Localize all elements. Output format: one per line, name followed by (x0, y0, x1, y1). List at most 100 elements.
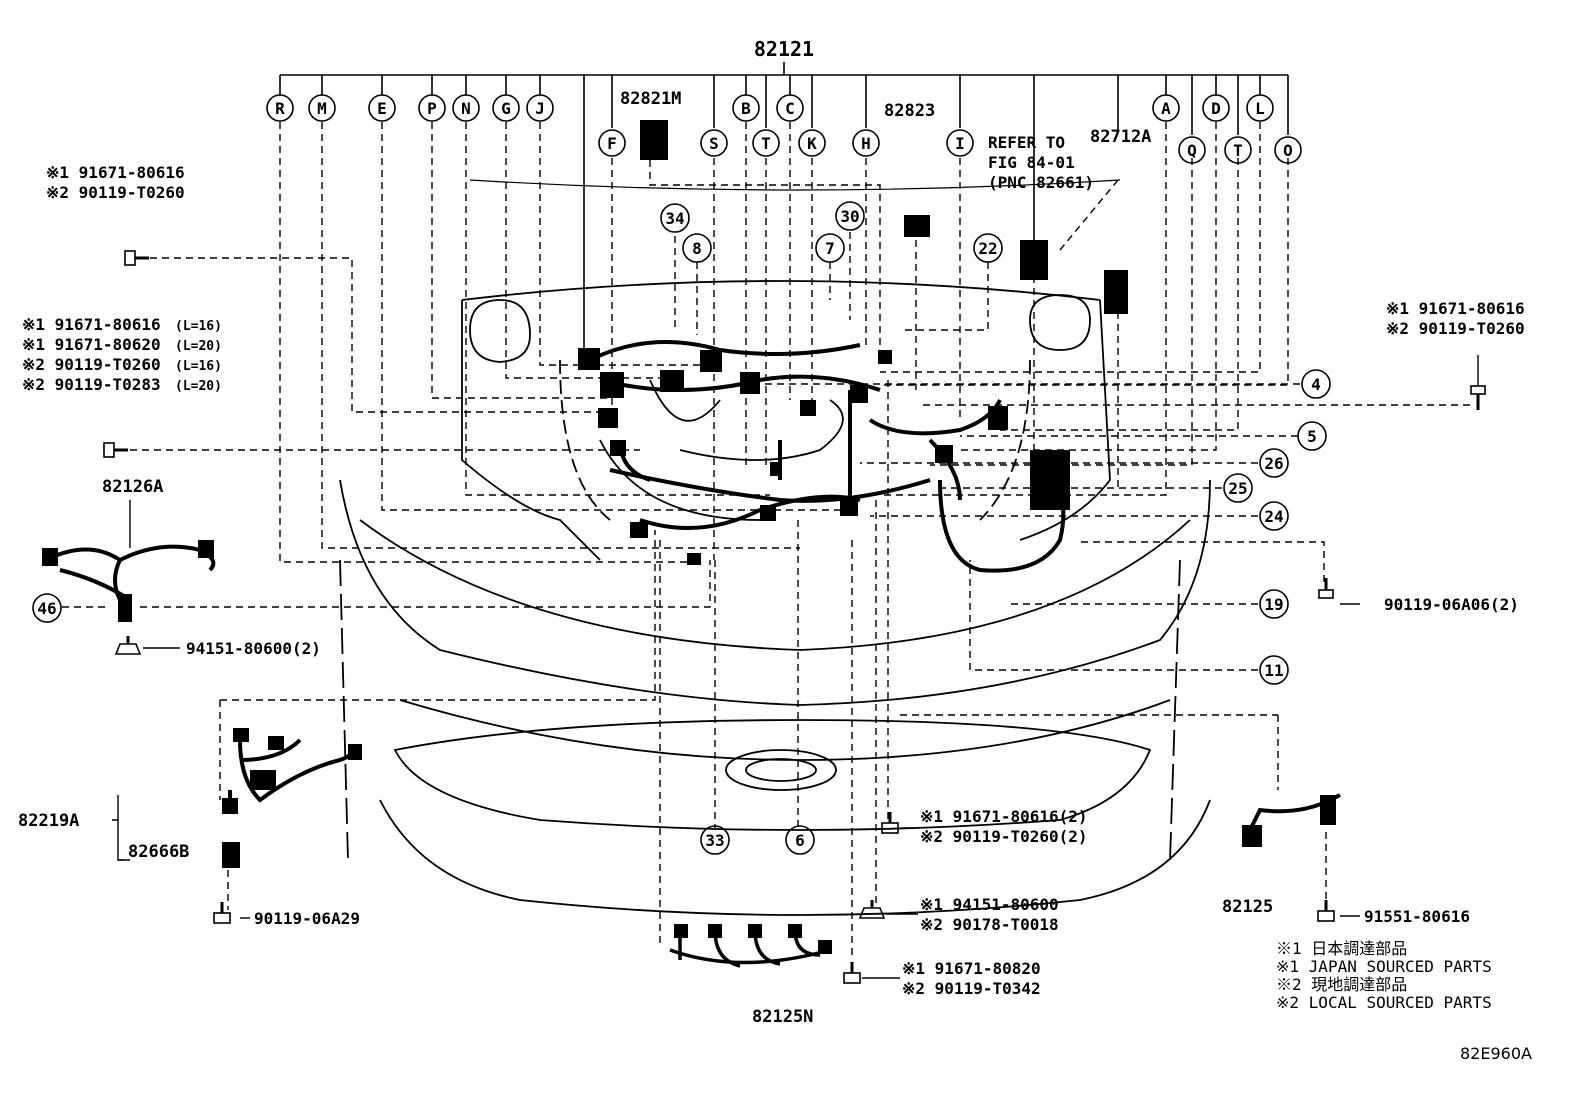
letter-callout[interactable]: T (1233, 141, 1243, 160)
legend: ※1 日本調達部品 ※1 JAPAN SOURCED PARTS ※2 現地調達… (1276, 939, 1492, 1012)
note-center-1[interactable]: ※1 91671-80616(2) (920, 807, 1088, 826)
part-label-82125N[interactable]: 82125N (752, 1007, 813, 1027)
number-callouts: 34 8 30 7 22 4 5 26 25 24 19 11 46 33 6 (37, 207, 1320, 850)
bolt-icon (881, 812, 899, 834)
refer-note: REFER TO FIG 84-01 (PNC 82661) (988, 133, 1094, 192)
part-label-82219A[interactable]: 82219A (18, 811, 79, 831)
refer-line-1: REFER TO (988, 133, 1065, 152)
number-callout[interactable]: 6 (795, 831, 805, 850)
note-center-5[interactable]: ※1 91671-80820 (902, 959, 1041, 978)
part-label-82823[interactable]: 82823 (884, 101, 935, 121)
letter-callout[interactable]: C (785, 99, 795, 118)
note-left-1[interactable]: ※1 91671-80616 (22, 315, 161, 334)
letter-callout[interactable]: N (461, 99, 471, 118)
letter-callout[interactable]: D (1211, 99, 1221, 118)
note-left-1-len: (L=16) (175, 319, 222, 334)
letter-callout[interactable]: B (741, 99, 751, 118)
bolt-notes: ※1 91671-80616 ※2 90119-T0260 ※1 91671-8… (22, 163, 1525, 998)
legend-line-3: ※2 現地調達部品 (1276, 975, 1407, 994)
note-center-6[interactable]: ※2 90119-T0342 (902, 979, 1041, 998)
letter-callout[interactable]: O (1283, 141, 1293, 160)
note-center-3[interactable]: ※1 94151-80600 (920, 895, 1059, 914)
letter-callout[interactable]: Q (1187, 141, 1197, 160)
main-part-number[interactable]: 82121 (754, 37, 814, 61)
letter-callout[interactable]: A (1161, 99, 1171, 118)
note-left-3-len: (L=16) (175, 359, 222, 374)
letter-callout[interactable]: T (761, 134, 771, 153)
part-label-82666B[interactable]: 82666B (128, 842, 189, 862)
number-callout[interactable]: 34 (665, 209, 684, 228)
top-letter-labels: R M E P N G J B C A D L (275, 99, 1265, 118)
number-callout[interactable]: 30 (840, 207, 859, 226)
number-callout[interactable]: 25 (1228, 479, 1247, 498)
number-callout[interactable]: 7 (825, 239, 835, 258)
bolt-icon (1318, 578, 1334, 599)
letter-callout[interactable]: R (275, 99, 285, 118)
callout-circles (32, 94, 1331, 855)
number-callout[interactable]: 26 (1264, 454, 1283, 473)
part-label-82712A[interactable]: 82712A (1090, 127, 1151, 147)
note-right-2[interactable]: ※2 90119-T0260 (1386, 319, 1525, 338)
number-callout[interactable]: 8 (692, 239, 702, 258)
note-top-left-2[interactable]: ※2 90119-T0260 (46, 183, 185, 202)
note-left-2[interactable]: ※1 91671-80620 (22, 335, 161, 354)
letter-callout[interactable]: H (861, 134, 871, 153)
note-center-4[interactable]: ※2 90178-T0018 (920, 915, 1059, 934)
main-part-bracket (279, 62, 1289, 350)
clip-icon (858, 900, 886, 919)
vehicle-body-outline (339, 179, 1211, 916)
note-left-3[interactable]: ※2 90119-T0260 (22, 355, 161, 374)
bolt-icon (124, 250, 149, 266)
note-right-mid[interactable]: 90119-06A06(2) (1384, 595, 1519, 614)
bolt-icons (103, 250, 1486, 984)
clip-icon (114, 636, 142, 655)
letter-callout[interactable]: P (427, 99, 437, 118)
note-top-left-1[interactable]: ※1 91671-80616 (46, 163, 185, 182)
letter-callout[interactable]: E (377, 99, 387, 118)
number-callout[interactable]: 4 (1311, 375, 1321, 394)
letter-callout[interactable]: K (807, 134, 817, 153)
note-clip-46[interactable]: 94151-80600(2) (186, 639, 321, 658)
labels: 82121 R M E P N G J B C A D L F S T K H … (18, 37, 1532, 1063)
part-label-82125[interactable]: 82125 (1222, 897, 1273, 917)
number-callout[interactable]: 46 (37, 599, 56, 618)
bolt-icon (1317, 900, 1335, 922)
legend-line-1: ※1 日本調達部品 (1276, 939, 1407, 958)
second-letter-labels: F S T K H I Q T O (607, 134, 1293, 160)
sub-harness-82126A (49, 544, 216, 602)
bolt-icon (213, 902, 231, 924)
note-bottom-left[interactable]: 90119-06A29 (254, 909, 360, 928)
letter-callout[interactable]: L (1255, 99, 1265, 118)
note-left-4-len: (L=20) (175, 379, 222, 394)
letter-callout[interactable]: F (607, 134, 617, 153)
note-bottom-right[interactable]: 91551-80616 (1364, 907, 1470, 926)
number-callout[interactable]: 5 (1307, 427, 1317, 446)
letter-callout[interactable]: G (501, 99, 511, 118)
legend-line-4: ※2 LOCAL SOURCED PARTS (1276, 993, 1492, 1012)
letter-callout[interactable]: I (955, 134, 965, 153)
letter-callout[interactable]: S (709, 134, 719, 153)
note-left-4[interactable]: ※2 90119-T0283 (22, 375, 161, 394)
sub-harness-82219A (228, 738, 357, 810)
number-callout[interactable]: 24 (1264, 507, 1283, 526)
bolt-icon (1470, 385, 1486, 410)
figure-code: 82E960A (1460, 1044, 1532, 1063)
note-right-1[interactable]: ※1 91671-80616 (1386, 299, 1525, 318)
harness-connectors (578, 348, 1070, 565)
number-callout[interactable]: 22 (978, 239, 997, 258)
number-callout[interactable]: 33 (705, 831, 724, 850)
letter-callout[interactable]: M (317, 99, 327, 118)
leader-lines (62, 122, 1470, 960)
bolt-icon (843, 962, 861, 984)
note-leaders (112, 355, 1479, 979)
number-callout[interactable]: 11 (1264, 661, 1283, 680)
number-callout[interactable]: 19 (1264, 595, 1283, 614)
refer-line-2: FIG 84-01 (988, 153, 1075, 172)
note-center-2[interactable]: ※2 90119-T0260(2) (920, 827, 1088, 846)
letter-callout[interactable]: J (535, 99, 545, 118)
part-labels: 82821M 82823 82712A 82126A 82219A 82666B… (18, 89, 1273, 1027)
part-label-82126A[interactable]: 82126A (102, 477, 163, 497)
part-label-82821M[interactable]: 82821M (620, 89, 681, 109)
legend-line-2: ※1 JAPAN SOURCED PARTS (1276, 957, 1492, 976)
